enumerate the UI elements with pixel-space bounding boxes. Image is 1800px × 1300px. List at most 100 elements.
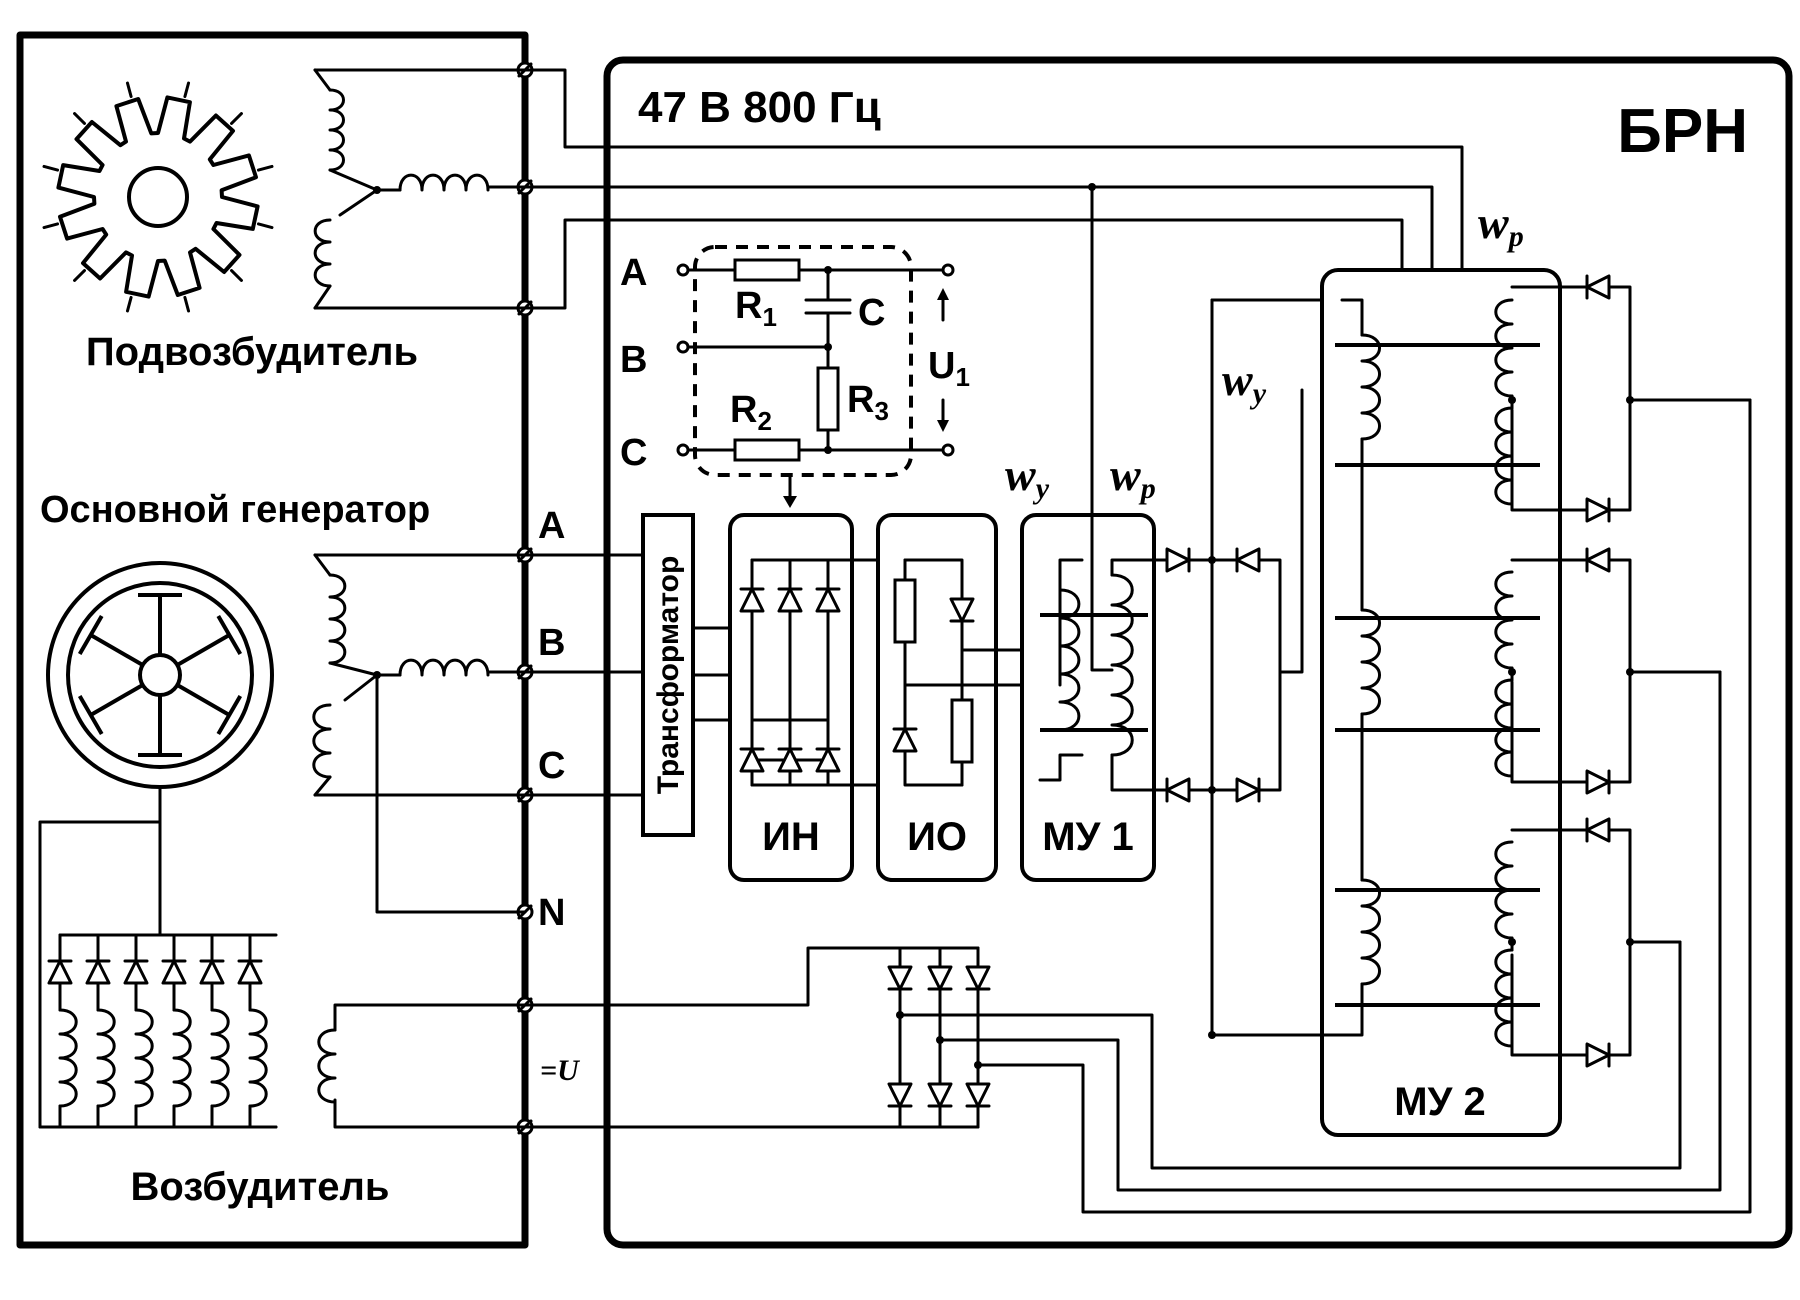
diode	[965, 965, 991, 991]
diode	[1235, 777, 1261, 803]
rotor-pole	[216, 694, 243, 736]
mu2-output-diodes	[1510, 274, 1752, 1068]
diode	[739, 587, 765, 613]
coil	[134, 1008, 154, 1108]
diode	[1235, 547, 1261, 573]
mu1-control-winding-label: wу	[1005, 449, 1050, 505]
coil	[1494, 570, 1514, 670]
regulator-frame	[603, 56, 1793, 1249]
reference-resistor	[893, 578, 917, 644]
generator-frame	[16, 31, 529, 1249]
mag-amp-2-block: МУ 2	[1208, 268, 1562, 1137]
diode	[949, 597, 975, 623]
gear-tick	[42, 222, 60, 230]
diode	[777, 587, 803, 613]
coil	[96, 1008, 116, 1108]
gear-tick	[42, 164, 60, 172]
subexciter-rotor	[42, 81, 274, 313]
diode	[739, 747, 765, 773]
gear-tick	[73, 112, 86, 125]
diode	[1585, 817, 1611, 843]
phase-lines	[523, 553, 645, 797]
gear-tick	[183, 295, 191, 313]
coil	[328, 573, 347, 665]
measuring-element-label: ИН	[762, 815, 820, 859]
sensing-circuit	[676, 245, 955, 508]
mag-amp-2-label: МУ 2	[1394, 1080, 1486, 1124]
supply-label: 47 В 800 Гц	[638, 83, 881, 132]
diode	[777, 747, 803, 773]
coil	[210, 1008, 230, 1108]
diode	[237, 959, 263, 985]
resistor-r3	[816, 366, 840, 432]
diode	[123, 959, 149, 985]
coil	[1058, 588, 1081, 732]
exciter-rectifier	[38, 933, 278, 1129]
mag-amp-1-label: МУ 1	[1042, 815, 1134, 859]
subexciter-winding	[313, 68, 527, 310]
capacitor-label: C	[858, 292, 885, 334]
mu1-working-winding-label: wр	[1110, 449, 1156, 505]
regulator-title: БРН	[1617, 97, 1748, 166]
resistor-r1	[733, 258, 801, 282]
rotor-hub	[138, 653, 182, 697]
transformer-label: Трансформатор	[652, 556, 685, 795]
exciter-supply-bridge	[523, 398, 1752, 1214]
mag-amp-1-block: МУ 1	[1020, 185, 1156, 882]
exciter-field-winding	[317, 1003, 527, 1129]
diode	[1585, 1042, 1611, 1068]
gear-tick	[73, 269, 86, 282]
rotor-pole	[216, 614, 243, 656]
diode	[1585, 547, 1611, 573]
subexciter-label: Подвозбудитель	[86, 330, 418, 374]
sensing-input-b: B	[620, 339, 647, 381]
coil	[172, 1008, 192, 1108]
terminal-label-a: A	[538, 505, 565, 547]
diode	[815, 747, 841, 773]
terminal-label-dc: =U	[540, 1054, 580, 1087]
exciter-label: Возбудитель	[131, 1165, 390, 1209]
diode	[161, 959, 187, 985]
r1-label: R1	[735, 285, 777, 332]
rotor-arm	[176, 633, 231, 667]
coil	[1494, 840, 1514, 940]
diode	[85, 959, 111, 985]
gear-tick	[183, 81, 191, 99]
sensing-input-c: C	[620, 432, 647, 474]
mu1-output-bridge	[1130, 298, 1344, 1037]
coil	[248, 1008, 268, 1108]
diode	[1585, 769, 1611, 795]
resistor-r2	[733, 438, 801, 462]
coil	[1360, 878, 1381, 986]
gear-tick	[230, 112, 243, 125]
coil	[313, 218, 332, 288]
coil	[1494, 298, 1514, 398]
reference-element-block: ИО	[876, 513, 1082, 882]
gear-tick	[256, 222, 274, 230]
coil	[328, 88, 345, 172]
main-generator-winding	[312, 553, 527, 914]
diode	[1585, 274, 1611, 300]
terminal-label-c: C	[538, 745, 565, 787]
rotor-pole	[77, 614, 104, 656]
diode	[927, 965, 953, 991]
reference-element-label: ИО	[907, 815, 967, 859]
gear-tick	[230, 269, 243, 282]
diode	[1585, 497, 1611, 523]
transformer-block: Трансформатор	[641, 513, 754, 837]
reference-resistor	[950, 698, 974, 764]
terminal-label-b: B	[538, 622, 565, 664]
coil	[58, 1008, 78, 1108]
coil	[312, 703, 332, 779]
r3-label: R3	[847, 379, 889, 426]
diode	[927, 1082, 953, 1108]
mu2-working-winding-label: wр	[1478, 197, 1524, 253]
diode	[199, 959, 225, 985]
coil	[317, 1028, 337, 1104]
coil	[398, 658, 490, 677]
gear-tick	[256, 164, 274, 172]
diode	[887, 965, 913, 991]
rotor-pole	[77, 694, 104, 736]
diode	[965, 1082, 991, 1108]
